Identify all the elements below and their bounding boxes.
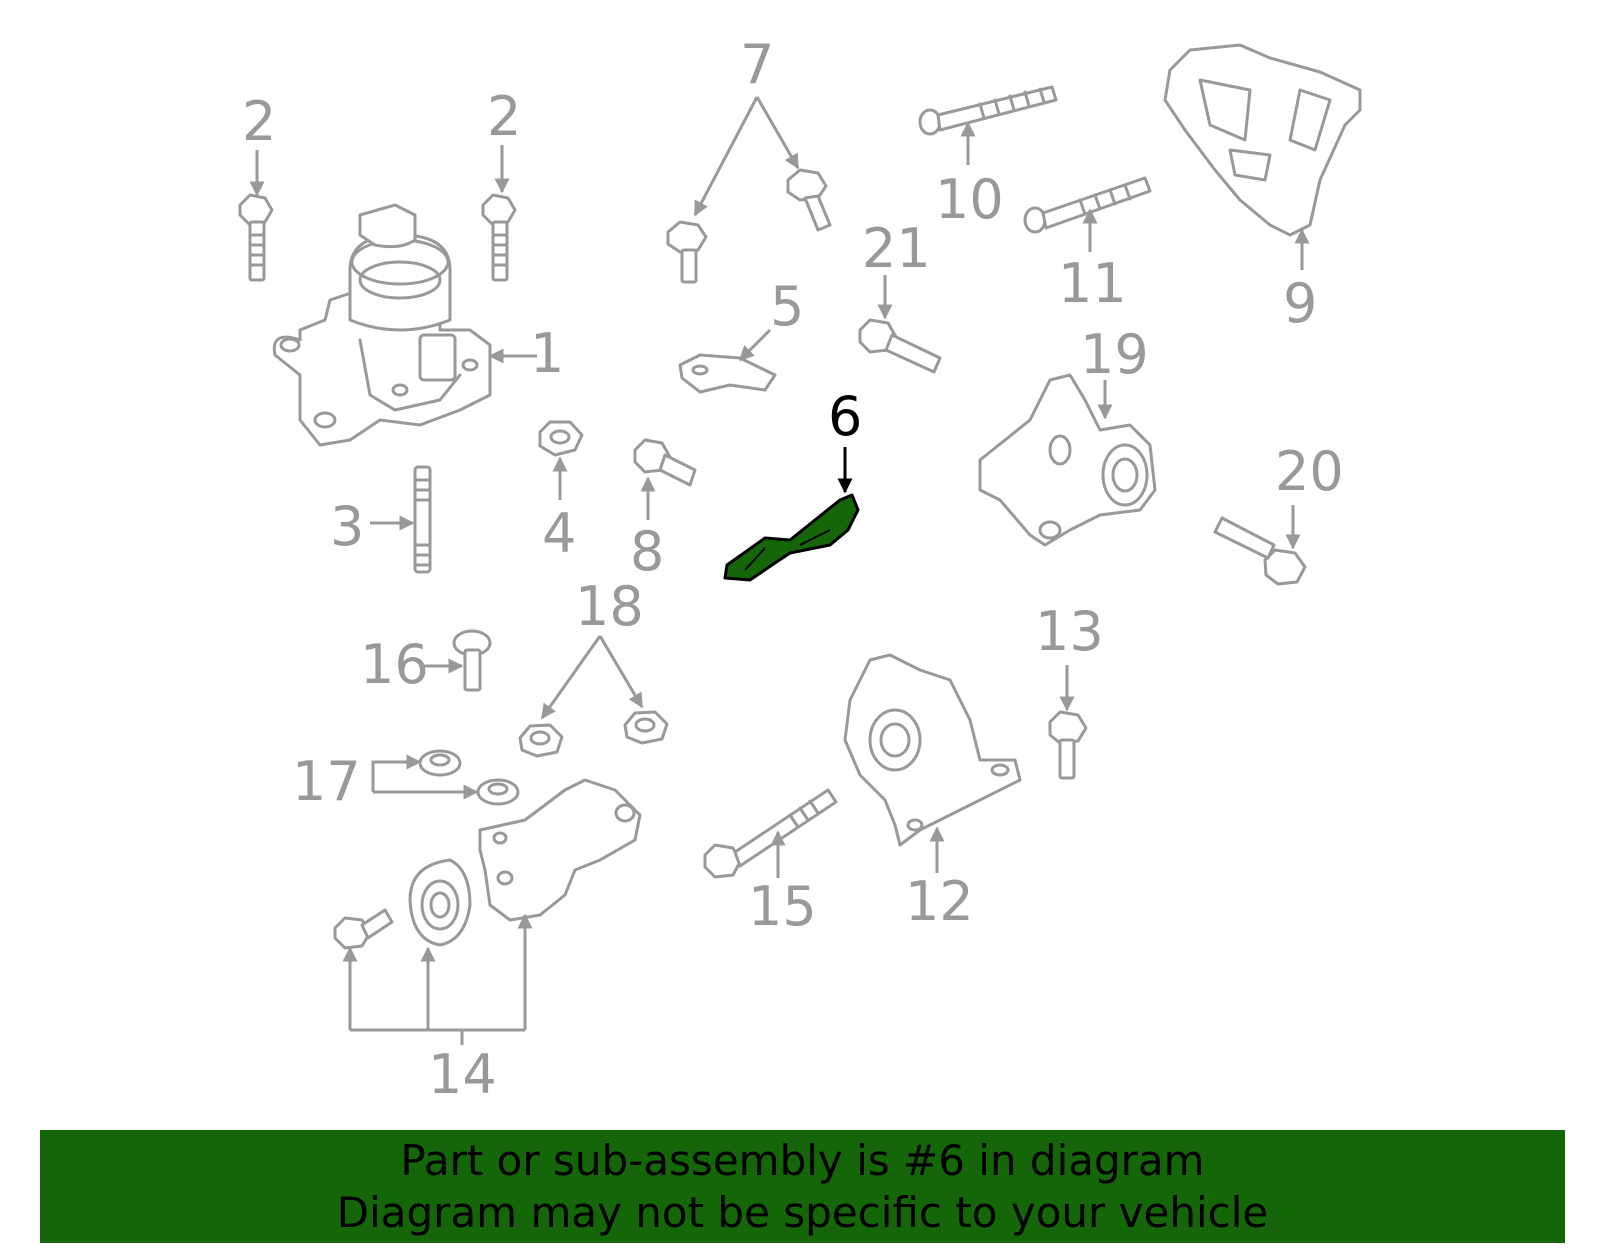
part-1-engine-mount xyxy=(272,203,492,447)
callout-14: 14 xyxy=(428,1043,497,1106)
part-7-bolt-b xyxy=(786,168,832,232)
part-11-long-bolt xyxy=(1023,176,1152,234)
callout-2-right: 2 xyxy=(487,85,521,148)
part-21-bolt xyxy=(858,318,942,374)
part-9-bracket xyxy=(1163,43,1362,237)
part-6-bracket-highlighted xyxy=(723,493,860,582)
part-18-nut-a xyxy=(518,723,564,758)
callout-15: 15 xyxy=(748,875,817,938)
info-banner: Part or sub-assembly is #6 in diagram Di… xyxy=(40,1130,1565,1243)
callout-12: 12 xyxy=(905,870,974,933)
part-2-bolt-right xyxy=(481,193,517,282)
part-20-bolt xyxy=(1213,516,1307,586)
part-7-bolt-a xyxy=(666,220,708,284)
part-3-stud xyxy=(413,465,432,574)
callout-9: 9 xyxy=(1283,272,1317,335)
part-13-bolt xyxy=(1048,710,1088,780)
banner-line-2: Diagram may not be specific to your vehi… xyxy=(336,1187,1269,1237)
callout-7: 7 xyxy=(740,33,774,96)
arrow-7a xyxy=(693,96,759,217)
callout-10: 10 xyxy=(935,168,1004,231)
part-8-bolt xyxy=(633,438,697,487)
callout-5: 5 xyxy=(770,275,804,338)
banner-line-1: Part or sub-assembly is #6 in diagram xyxy=(400,1135,1205,1185)
callout-16: 16 xyxy=(360,633,429,696)
arrow-18a xyxy=(540,635,602,720)
part-12-mount xyxy=(843,653,1022,847)
callout-21: 21 xyxy=(862,217,931,280)
callout-13: 13 xyxy=(1035,600,1104,663)
arrow-17a xyxy=(371,754,422,792)
part-4-nut xyxy=(538,420,584,457)
part-5-bracket xyxy=(678,353,777,394)
callout-19: 19 xyxy=(1080,323,1149,386)
arrow-18b xyxy=(598,635,644,709)
callout-20: 20 xyxy=(1275,440,1344,503)
arrow-7b xyxy=(755,96,800,170)
arrow-5 xyxy=(738,328,772,362)
callout-labels: 1 2 2 3 4 5 6 7 8 9 10 11 12 13 14 15 16… xyxy=(242,33,1344,1106)
callout-6-highlighted: 6 xyxy=(828,385,862,448)
callout-18: 18 xyxy=(575,575,644,638)
part-14-bolt xyxy=(333,908,394,950)
part-15-long-bolt xyxy=(703,788,838,879)
callout-11: 11 xyxy=(1058,252,1127,315)
part-14-bracket xyxy=(478,778,642,922)
callout-4: 4 xyxy=(542,502,576,565)
callout-8: 8 xyxy=(630,520,664,583)
part-18-nut-b xyxy=(623,710,669,745)
part-10-long-bolt xyxy=(918,85,1058,136)
callout-1: 1 xyxy=(530,322,564,385)
part-19-mount xyxy=(978,373,1157,547)
leader-lines xyxy=(249,96,1310,1045)
part-17-washer-b xyxy=(476,778,520,806)
part-16-bolt xyxy=(452,629,492,692)
part-17-washer-a xyxy=(418,749,462,777)
callout-2-left: 2 xyxy=(242,90,276,153)
part-2-bolt-left xyxy=(238,193,274,282)
callout-17: 17 xyxy=(292,750,361,813)
part-14-bushing xyxy=(408,858,472,947)
callout-3: 3 xyxy=(330,495,364,558)
